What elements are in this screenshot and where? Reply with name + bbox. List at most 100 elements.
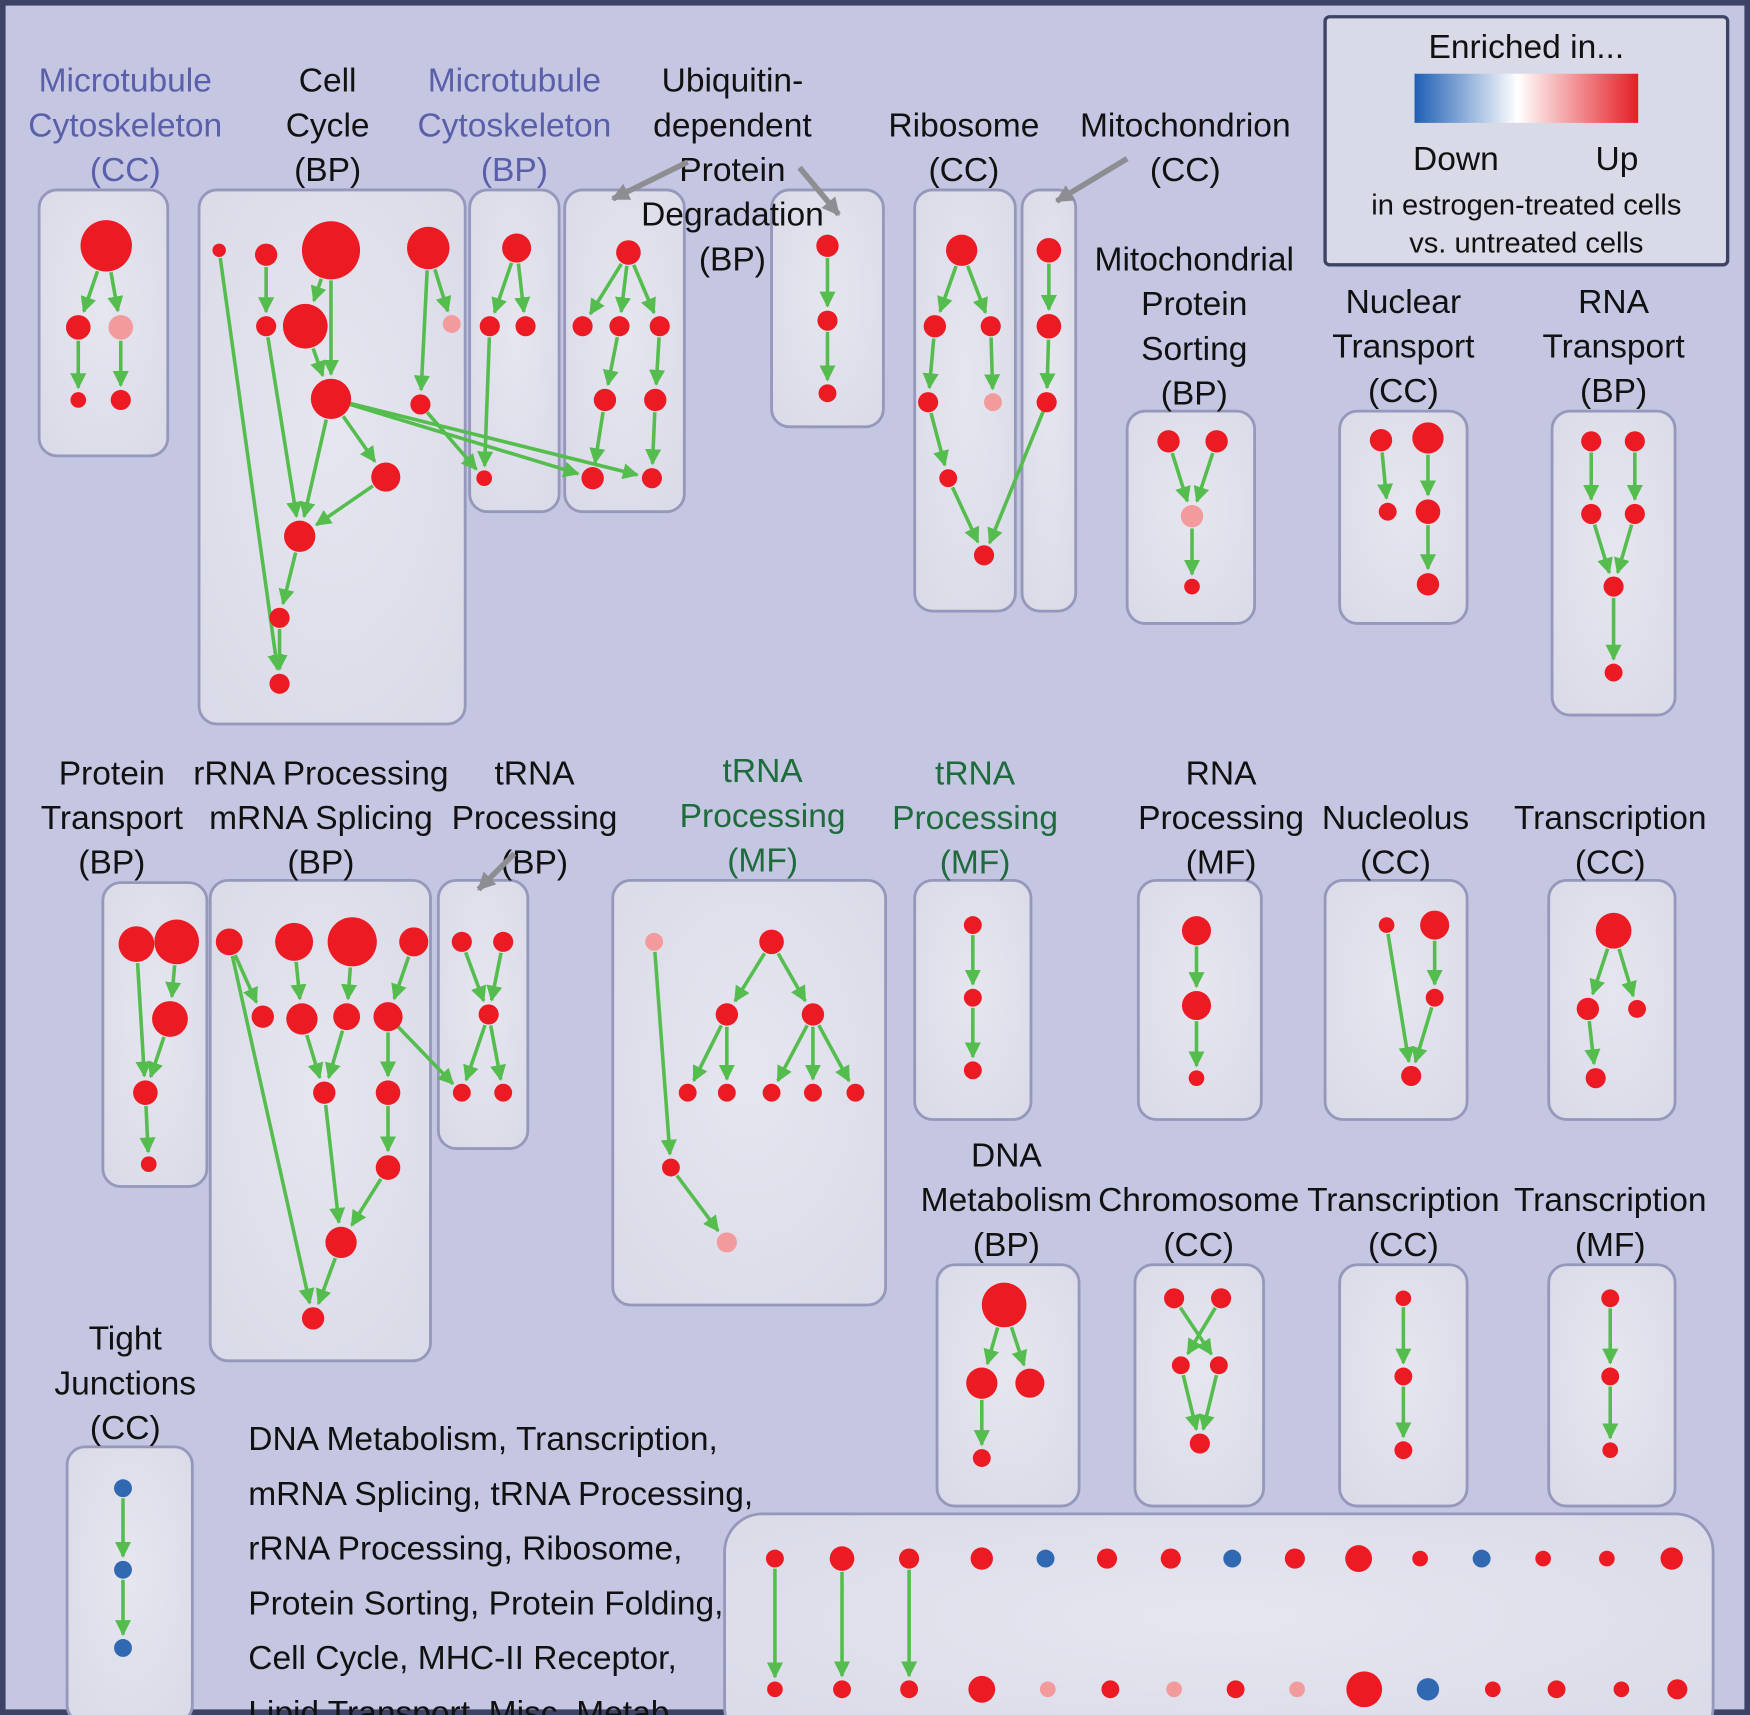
node-upregulated-red xyxy=(829,1546,855,1571)
node-slightly-up-pink xyxy=(984,393,1002,412)
edge-arrow xyxy=(614,265,631,314)
group-label-rna-processing-mf-line1: RNA xyxy=(1186,755,1257,792)
network-render-root: MicrotubuleCytoskeleton(CC)CellCycle(BP)… xyxy=(28,63,1715,1715)
node-upregulated-red xyxy=(980,316,1001,337)
edge-arrow xyxy=(929,412,949,467)
node-upregulated-red xyxy=(1394,1367,1413,1386)
group-label-chromosome-cc-line1: Chromosome xyxy=(1098,1182,1299,1219)
node-upregulated-red xyxy=(1601,1289,1620,1308)
node-downregulated-blue xyxy=(1223,1549,1242,1568)
node-upregulated-red xyxy=(399,927,429,957)
node-upregulated-red xyxy=(972,1449,991,1467)
node-upregulated-red xyxy=(1601,1367,1620,1386)
node-upregulated-red xyxy=(1284,1548,1305,1569)
node-upregulated-red xyxy=(1205,430,1228,453)
group-box-microtubule-cytoskeleton-cc xyxy=(37,188,170,458)
edge-arrow xyxy=(1592,524,1613,575)
node-upregulated-red xyxy=(1660,1547,1683,1570)
node-upregulated-red xyxy=(661,1158,680,1177)
node-upregulated-red xyxy=(133,1080,158,1105)
node-upregulated-red xyxy=(1171,1356,1190,1375)
node-upregulated-red xyxy=(963,988,982,1007)
group-box-tight-junctions-cc xyxy=(65,1445,194,1715)
node-upregulated-red xyxy=(981,1282,1027,1328)
group-label-mitochondrial-protein-sorting-bp-line3: Sorting xyxy=(1141,331,1247,368)
group-box-ubiquitin-degradation-right xyxy=(770,188,885,429)
group-label-transcription-cc-1-line1: Transcription xyxy=(1514,800,1707,837)
edge-arrow xyxy=(230,955,315,1305)
group-label-dna-metabolism-bp-line3: (BP) xyxy=(973,1227,1040,1264)
group-label-cell-cycle-bp-line2: Cycle xyxy=(286,107,370,144)
node-upregulated-red xyxy=(899,1548,920,1569)
group-label-ubiquitin-dependent-protein-degradation-bp-line5: (BP) xyxy=(699,241,766,278)
node-upregulated-red xyxy=(1036,313,1062,339)
edge-arrow xyxy=(776,952,807,1003)
node-slightly-up-pink xyxy=(1180,505,1204,528)
group-label-ribosome-cc-line1: Ribosome xyxy=(888,107,1039,144)
node-upregulated-red xyxy=(152,1001,188,1037)
cross-group-edge-arrow xyxy=(349,401,639,480)
edge-arrow xyxy=(486,952,503,1002)
edge-arrow xyxy=(984,337,1001,391)
node-upregulated-red xyxy=(1378,502,1397,521)
node-upregulated-red xyxy=(846,1083,865,1102)
group-label-nuclear-transport-cc-line1: Nuclear xyxy=(1346,284,1462,321)
node-upregulated-red xyxy=(717,1083,736,1102)
node-upregulated-red xyxy=(803,1083,822,1102)
group-label-dna-metabolism-bp-line2: Metabolism xyxy=(921,1182,1092,1219)
node-upregulated-red xyxy=(817,310,838,331)
group-label-nuclear-transport-cc-line2: Transport xyxy=(1332,329,1475,366)
node-upregulated-red xyxy=(1585,1068,1606,1089)
edge-arrow xyxy=(1039,339,1056,390)
edge-arrow xyxy=(983,1327,1000,1366)
node-upregulated-red xyxy=(70,392,87,408)
edge-arrow xyxy=(165,965,182,999)
node-upregulated-red xyxy=(1189,1433,1210,1454)
misc-list-line-4: Protein Sorting, Protein Folding, xyxy=(248,1585,723,1622)
group-label-rna-transport-bp-line1: RNA xyxy=(1578,284,1649,321)
group-label-ubiquitin-dependent-protein-degradation-bp-line2: dependent xyxy=(653,107,812,144)
node-upregulated-red xyxy=(515,316,536,337)
node-upregulated-red xyxy=(1401,1065,1422,1086)
edge-arrow xyxy=(1589,948,1610,996)
group-label-tight-junctions-cc-line3: (CC) xyxy=(90,1410,161,1447)
group-label-tight-junctions-cc-line2: Junctions xyxy=(54,1365,196,1402)
edge-arrow xyxy=(463,1024,487,1082)
node-upregulated-red xyxy=(325,1226,357,1259)
node-downregulated-blue xyxy=(114,1479,132,1498)
group-label-transcription-mf-line2: (MF) xyxy=(1575,1227,1646,1264)
edge-arrow xyxy=(310,278,327,303)
node-upregulated-red xyxy=(939,469,958,488)
edge-arrow xyxy=(922,338,939,390)
node-upregulated-red xyxy=(973,545,995,566)
edge-arrow xyxy=(1009,1326,1028,1367)
node-upregulated-red xyxy=(918,392,939,413)
node-upregulated-red xyxy=(502,233,532,263)
node-upregulated-red xyxy=(1547,1680,1566,1699)
node-upregulated-red xyxy=(1160,1548,1181,1569)
misc-category-list: DNA Metabolism, Transcription, mRNA Spli… xyxy=(248,1421,753,1715)
node-upregulated-red xyxy=(572,316,593,337)
node-upregulated-red xyxy=(1412,422,1444,454)
edge-arrow xyxy=(1386,933,1415,1064)
node-upregulated-red xyxy=(593,388,617,412)
misc-list-line-6: Lipid Transport, Misc. Metab. xyxy=(248,1695,678,1715)
node-upregulated-red xyxy=(963,916,982,935)
edge-arrow xyxy=(135,962,152,1078)
edge-arrow xyxy=(1178,1306,1213,1356)
node-upregulated-red xyxy=(1624,431,1645,452)
group-label-rrna-processing-mrna-splicing-bp-line1: rRNA Processing xyxy=(193,755,448,792)
node-slightly-up-pink xyxy=(716,1232,737,1253)
node-upregulated-red xyxy=(1101,1680,1120,1699)
legend-down-label: Down xyxy=(1413,141,1499,178)
node-upregulated-red xyxy=(1595,912,1632,949)
node-upregulated-red xyxy=(1181,991,1212,1021)
edge-arrow xyxy=(315,1257,337,1306)
node-downregulated-blue xyxy=(1416,1678,1440,1701)
node-upregulated-red xyxy=(759,929,784,955)
edge-arrow xyxy=(305,1034,324,1080)
node-upregulated-red xyxy=(946,234,978,266)
group-label-transcription-mf-line1: Transcription xyxy=(1514,1182,1707,1219)
edge-arrow xyxy=(233,954,259,1004)
edge-arrow xyxy=(1411,1006,1434,1064)
